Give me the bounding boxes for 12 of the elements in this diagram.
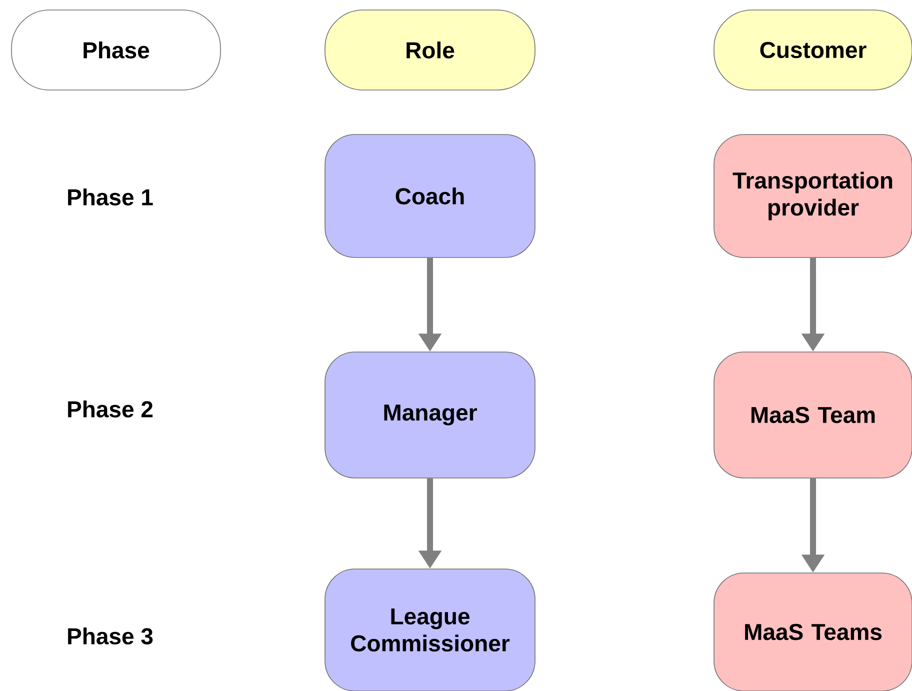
customer-box: MaaS Team	[714, 352, 912, 478]
header-pill: Role	[324, 10, 536, 90]
customer-box: MaaS Teams	[714, 572, 912, 691]
phase-label: Phase 2	[68, 400, 153, 418]
role-box: League Commissioner	[324, 568, 536, 691]
header-pill: Customer	[714, 10, 912, 90]
phase-label: Phase 3	[68, 628, 153, 644]
phase-label: Phase 1	[68, 188, 153, 206]
role-box: Coach	[324, 134, 536, 258]
role-box: Manager	[324, 352, 536, 478]
customer-box: Transportation provider	[714, 134, 912, 258]
header-pill: Phase	[11, 10, 221, 90]
